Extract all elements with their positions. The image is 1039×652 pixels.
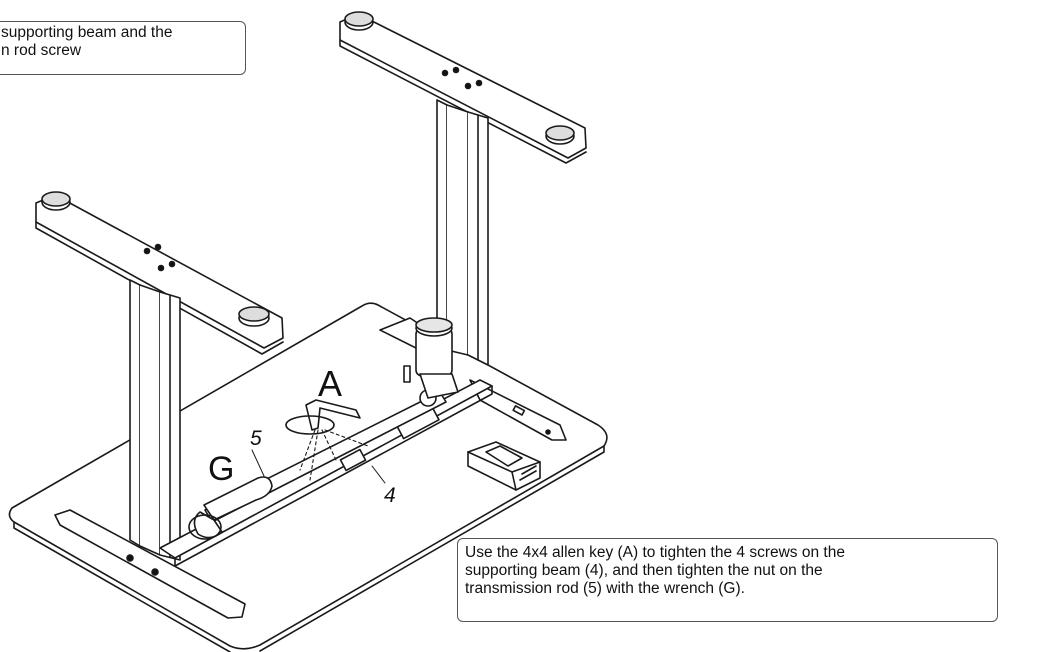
callout-bottom-line-1: Use the 4x4 allen key (A) to tighten the…	[465, 544, 845, 561]
left-leg-column	[129, 279, 181, 561]
wrench-tool	[188, 449, 273, 540]
instruction-callout-bottom: Use the 4x4 allen key (A) to tighten the…	[457, 538, 998, 622]
leader-4	[371, 465, 386, 484]
label-allen-key: A	[318, 363, 343, 404]
right-leg-column	[436, 99, 489, 366]
tabletop-edge	[13, 445, 605, 652]
callout-top-line-1: supporting beam and the	[1, 24, 173, 41]
label-transmission-rod: 5	[250, 427, 262, 450]
right-top-beam	[339, 11, 587, 164]
allen-key-tool	[285, 399, 369, 481]
label-supporting-beam: 4	[384, 484, 396, 507]
left-top-beam	[35, 191, 284, 355]
right-foot	[469, 379, 567, 441]
left-foot	[54, 509, 246, 619]
callout-bottom-line-3: transmission rod (5) with the wrench (G)…	[465, 580, 745, 597]
callout-top-line-2: n rod screw	[1, 42, 82, 59]
callout-bottom-line-2: supporting beam (4), and then tighten th…	[465, 562, 823, 579]
label-wrench: G	[208, 450, 235, 488]
motor	[379, 317, 459, 399]
instruction-callout-top: supporting beam and the n rod screw	[0, 21, 246, 75]
control-box	[467, 441, 541, 491]
supporting-beam	[159, 379, 493, 567]
